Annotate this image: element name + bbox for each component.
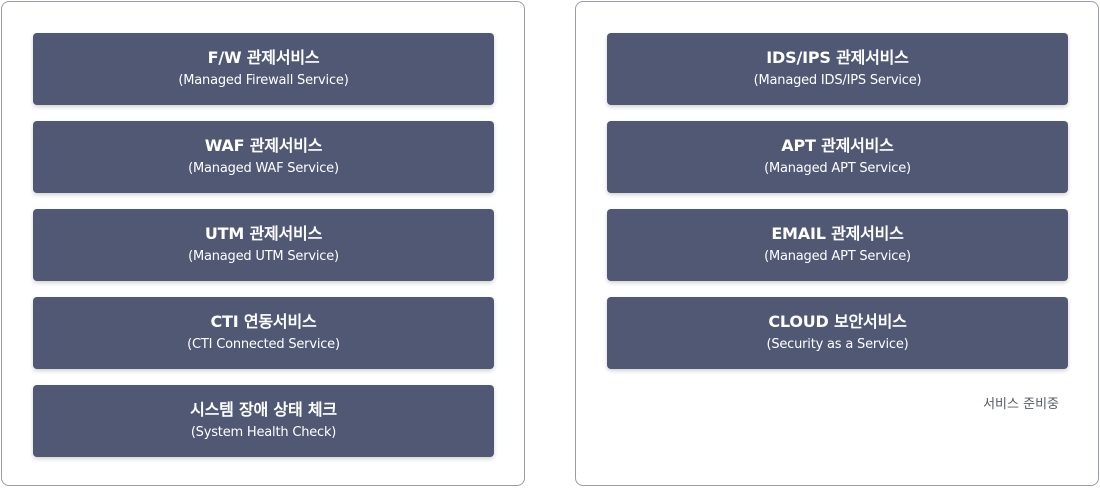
service-card-utm[interactable]: UTM 관제서비스 (Managed UTM Service) [33, 209, 494, 281]
left-service-panel: F/W 관제서비스 (Managed Firewall Service) WAF… [1, 1, 525, 486]
card-title: WAF 관제서비스 [204, 136, 323, 155]
right-service-panel: IDS/IPS 관제서비스 (Managed IDS/IPS Service) … [575, 1, 1099, 486]
card-subtitle: (Managed WAF Service) [188, 161, 339, 176]
service-card-email[interactable]: EMAIL 관제서비스 (Managed APT Service) [607, 209, 1068, 281]
service-card-apt[interactable]: APT 관제서비스 (Managed APT Service) [607, 121, 1068, 193]
card-subtitle: (Managed APT Service) [764, 161, 911, 176]
service-preparing-note: 서비스 준비중 [983, 397, 1059, 412]
card-subtitle: (System Health Check) [190, 425, 337, 440]
card-title: UTM 관제서비스 [204, 224, 323, 243]
card-subtitle: (Managed Firewall Service) [178, 73, 349, 88]
card-title: APT 관제서비스 [781, 136, 894, 155]
service-card-waf[interactable]: WAF 관제서비스 (Managed WAF Service) [33, 121, 494, 193]
card-title: EMAIL 관제서비스 [771, 224, 904, 243]
card-title: F/W 관제서비스 [207, 48, 320, 67]
service-card-cti[interactable]: CTI 연동서비스 (CTI Connected Service) [33, 297, 494, 369]
card-title: 시스템 장애 상태 체크 [190, 400, 337, 419]
service-card-cloud[interactable]: CLOUD 보안서비스 (Security as a Service) [607, 297, 1068, 369]
card-subtitle: (Managed IDS/IPS Service) [753, 73, 922, 88]
card-title: IDS/IPS 관제서비스 [766, 48, 909, 67]
card-subtitle: (Managed UTM Service) [188, 249, 339, 264]
card-subtitle: (Security as a Service) [766, 337, 909, 352]
card-title: CTI 연동서비스 [210, 312, 317, 331]
service-card-ids-ips[interactable]: IDS/IPS 관제서비스 (Managed IDS/IPS Service) [607, 33, 1068, 105]
service-card-fw[interactable]: F/W 관제서비스 (Managed Firewall Service) [33, 33, 494, 105]
card-subtitle: (CTI Connected Service) [187, 337, 340, 352]
service-card-health-check[interactable]: 시스템 장애 상태 체크 (System Health Check) [33, 385, 494, 457]
card-title: CLOUD 보안서비스 [768, 312, 907, 331]
card-subtitle: (Managed APT Service) [764, 249, 911, 264]
